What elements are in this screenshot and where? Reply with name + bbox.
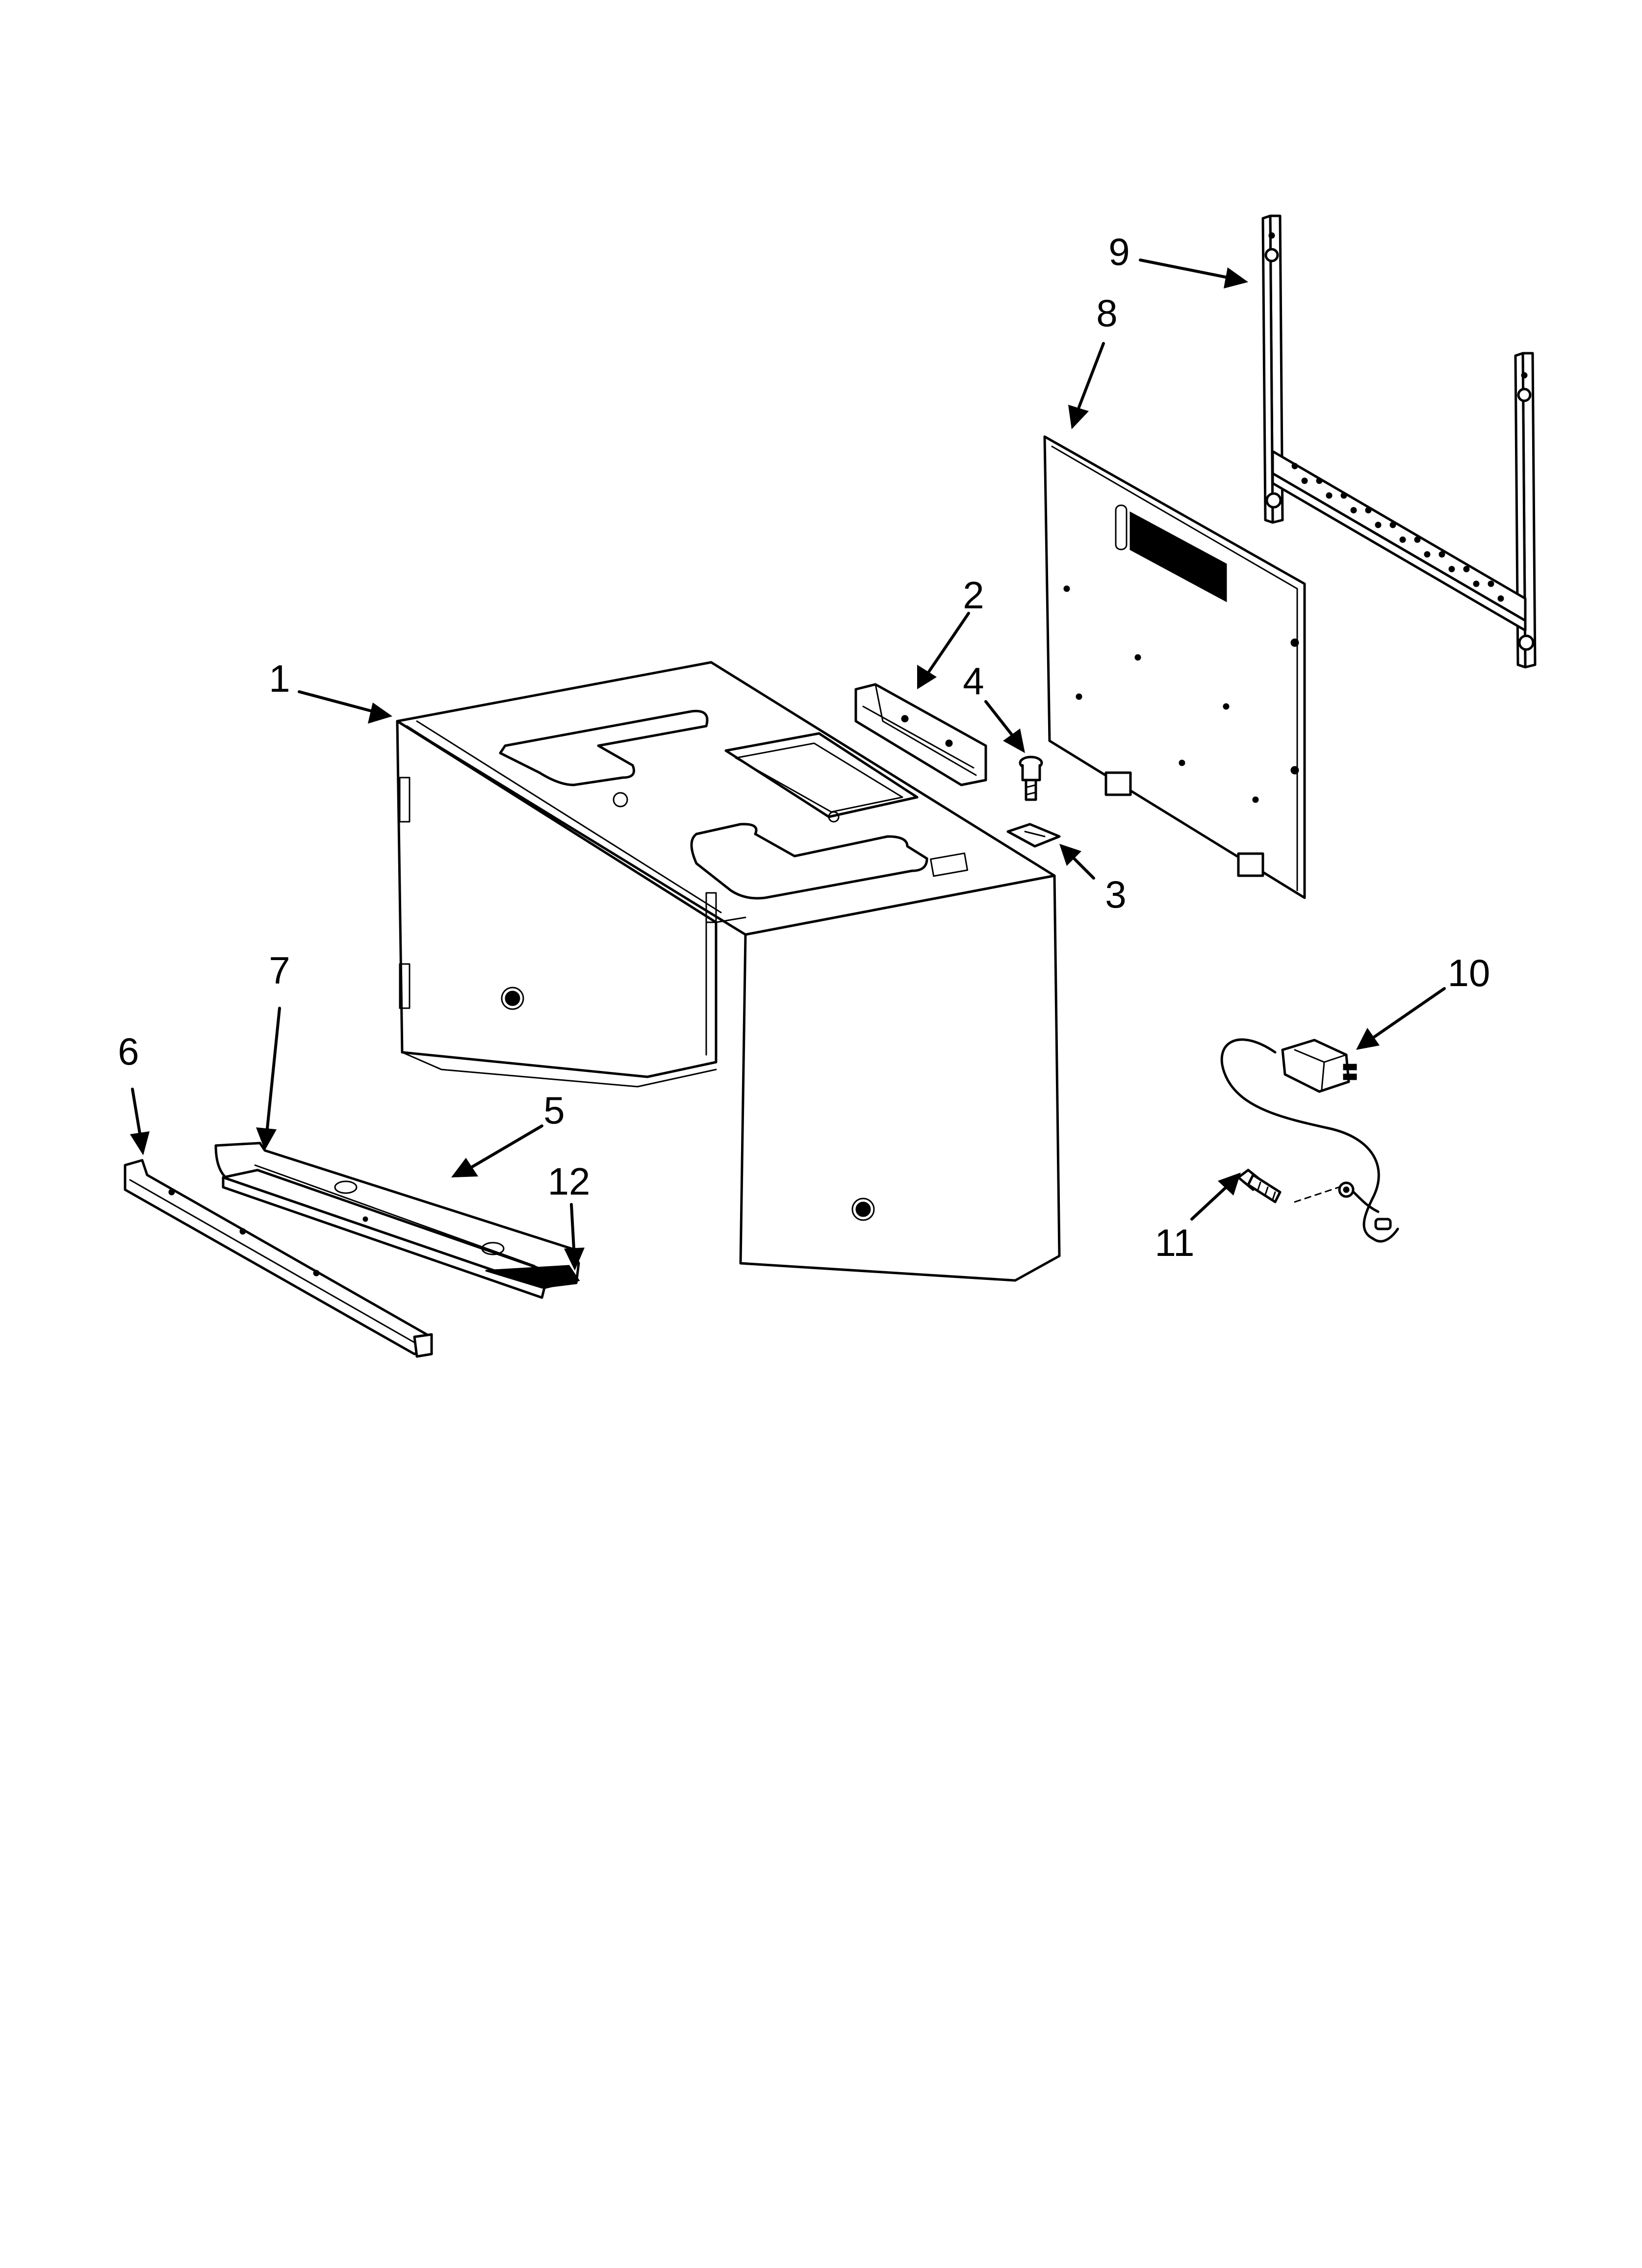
callout-8: 8 [1096, 291, 1117, 335]
part-12-filter-tab [485, 1265, 580, 1289]
leader-lines [130, 259, 1446, 1271]
callout-11: 11 [1155, 1221, 1195, 1264]
part-10-power-cord [1220, 1038, 1399, 1243]
callout-6: 6 [118, 1030, 139, 1073]
callout-4: 4 [963, 659, 984, 703]
callout-5: 5 [543, 1089, 564, 1132]
part-5-filter [222, 1169, 575, 1299]
callout-3: 3 [1105, 873, 1126, 916]
part-1-cabinet [396, 661, 1061, 1282]
part-11-ground-screw [1237, 1169, 1340, 1203]
callout-9: 9 [1108, 230, 1129, 273]
part-4-screw [1019, 756, 1043, 801]
callout-2: 2 [963, 574, 984, 617]
part-8-rear-panel [1043, 435, 1306, 899]
part-6-front-trim [124, 1159, 433, 1358]
callout-1: 1 [269, 657, 290, 700]
part-9-mounting-frame [1261, 214, 1537, 669]
callout-12: 12 [548, 1160, 590, 1203]
part-2-vent-bracket [854, 683, 987, 786]
callout-labels: 1 2 3 4 5 6 7 8 9 10 11 12 [118, 230, 1490, 1264]
callout-10: 10 [1448, 951, 1490, 994]
callout-7: 7 [269, 949, 290, 992]
part-3-clip [1006, 823, 1061, 848]
